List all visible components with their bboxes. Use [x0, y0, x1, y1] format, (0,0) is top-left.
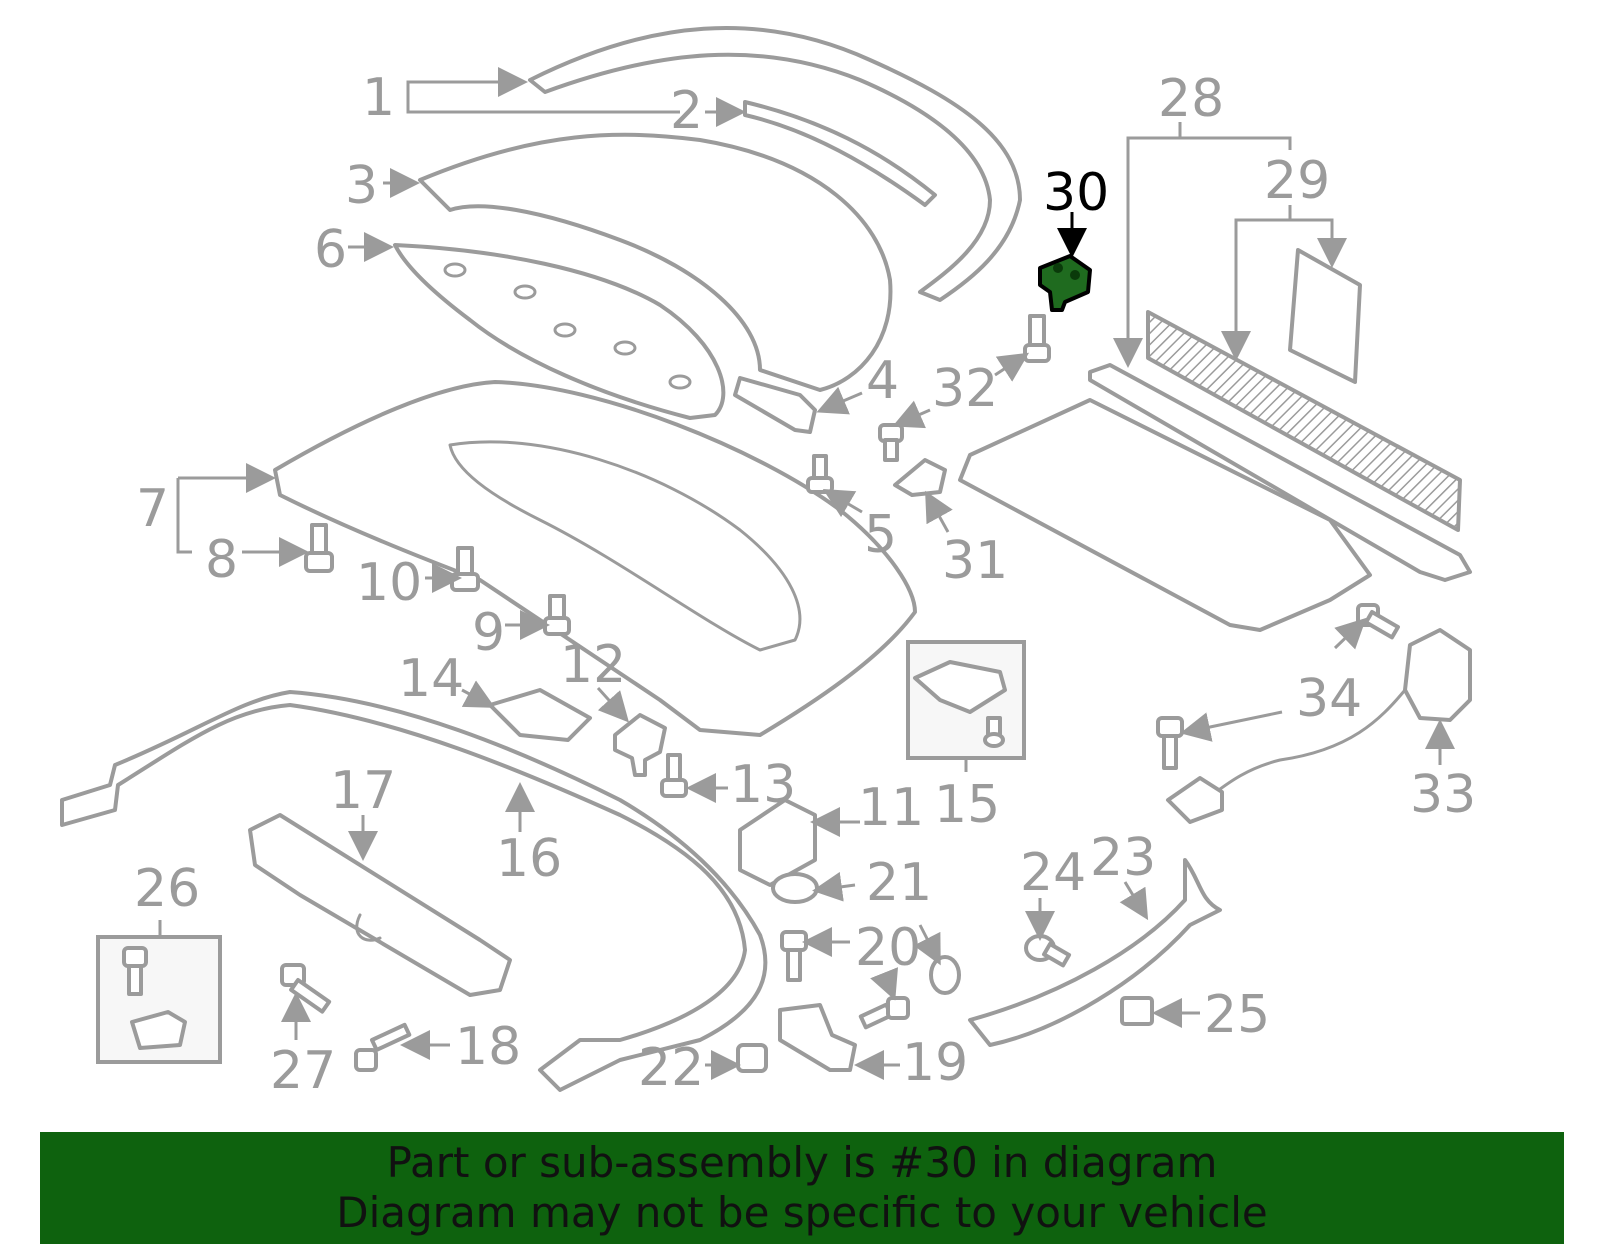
- callout-19: 19: [902, 1033, 968, 1093]
- callout-labels: 1 2 3 4 5 6 7 8 9 10 11 12 13 14 15 16 1…: [134, 68, 1476, 1101]
- callout-33: 33: [1410, 765, 1476, 825]
- callout-4: 4: [866, 351, 899, 411]
- part-33-actuator: [1166, 628, 1472, 824]
- info-banner: Part or sub-assembly is #30 in diagram D…: [40, 1132, 1564, 1244]
- part-21-ring: [929, 955, 961, 995]
- part-5-bolt: [806, 454, 834, 494]
- callout-23: 23: [1090, 828, 1156, 888]
- parts-diagram: 1 2 3 4 5 6 7 8 9 10 11 12 13 14 15 16 1…: [60, 26, 1476, 1101]
- callout-15: 15: [934, 775, 1000, 835]
- part-15-inset: [906, 640, 1026, 760]
- part-34-bolt: [1156, 603, 1400, 770]
- part-23-trim: [968, 858, 1222, 1047]
- part-27-bolt: [280, 963, 332, 1014]
- callout-29: 29: [1264, 151, 1330, 211]
- callout-24: 24: [1020, 843, 1086, 903]
- part-25-clip: [1120, 996, 1154, 1026]
- part-17-bracket: [248, 813, 512, 997]
- callout-11: 11: [858, 778, 924, 838]
- part-21-plug: [771, 872, 819, 904]
- callout-26: 26: [134, 859, 200, 919]
- callout-22: 22: [638, 1038, 704, 1098]
- banner-line-1: Part or sub-assembly is #30 in diagram: [386, 1138, 1218, 1187]
- callout-10: 10: [356, 553, 422, 613]
- part-18-bolt: [354, 1022, 412, 1072]
- callout-16: 16: [496, 829, 562, 889]
- part-13-bolt: [660, 753, 688, 798]
- banner-line-2: Diagram may not be specific to your vehi…: [336, 1188, 1268, 1237]
- callout-30: 30: [1043, 163, 1109, 223]
- part-6-liner: [393, 243, 726, 420]
- callout-27: 27: [270, 1041, 336, 1101]
- part-31-bracket: [893, 458, 947, 497]
- part-22-bushing: [736, 1043, 768, 1073]
- part-29-strip: [1146, 248, 1462, 532]
- callout-7: 7: [136, 479, 169, 539]
- part-9-bolt: [543, 594, 571, 636]
- part-12-hinge: [613, 713, 667, 777]
- callout-12: 12: [560, 635, 626, 695]
- callout-8: 8: [205, 530, 238, 590]
- callout-3: 3: [345, 156, 378, 216]
- part-4-bracket: [733, 376, 817, 434]
- part-20-bolt: [780, 930, 910, 1030]
- part-1-rail: [528, 26, 1022, 302]
- part-8-bolt: [304, 523, 334, 573]
- part-16-seal: [60, 690, 768, 1092]
- part-24-bolt: [1024, 934, 1072, 968]
- part-28-tray: [958, 363, 1472, 632]
- part-2-strip: [743, 100, 937, 207]
- callout-6: 6: [314, 220, 347, 280]
- part-3-panel: [418, 132, 893, 392]
- callout-21: 21: [866, 853, 932, 913]
- callout-2: 2: [670, 81, 703, 141]
- part-11-block: [738, 798, 817, 887]
- callout-18: 18: [455, 1017, 521, 1077]
- leader-lines: [158, 67, 1455, 1080]
- part-30-highlighted: [1038, 254, 1092, 312]
- callout-9: 9: [472, 603, 505, 663]
- part-26-inset: [96, 935, 222, 1064]
- callout-31: 31: [942, 531, 1008, 591]
- callout-13: 13: [730, 755, 796, 815]
- callout-5: 5: [864, 505, 897, 565]
- callout-25: 25: [1204, 985, 1270, 1045]
- part-19-bracket: [778, 1003, 857, 1072]
- callout-20: 20: [855, 918, 921, 978]
- callout-14: 14: [398, 649, 464, 709]
- callout-32: 32: [932, 359, 998, 419]
- part-14-pad: [488, 688, 592, 742]
- callout-34: 34: [1296, 669, 1362, 729]
- callout-17: 17: [330, 761, 396, 821]
- callout-1: 1: [362, 68, 395, 128]
- part-32-bolt: [878, 314, 1051, 462]
- callout-28: 28: [1158, 69, 1224, 129]
